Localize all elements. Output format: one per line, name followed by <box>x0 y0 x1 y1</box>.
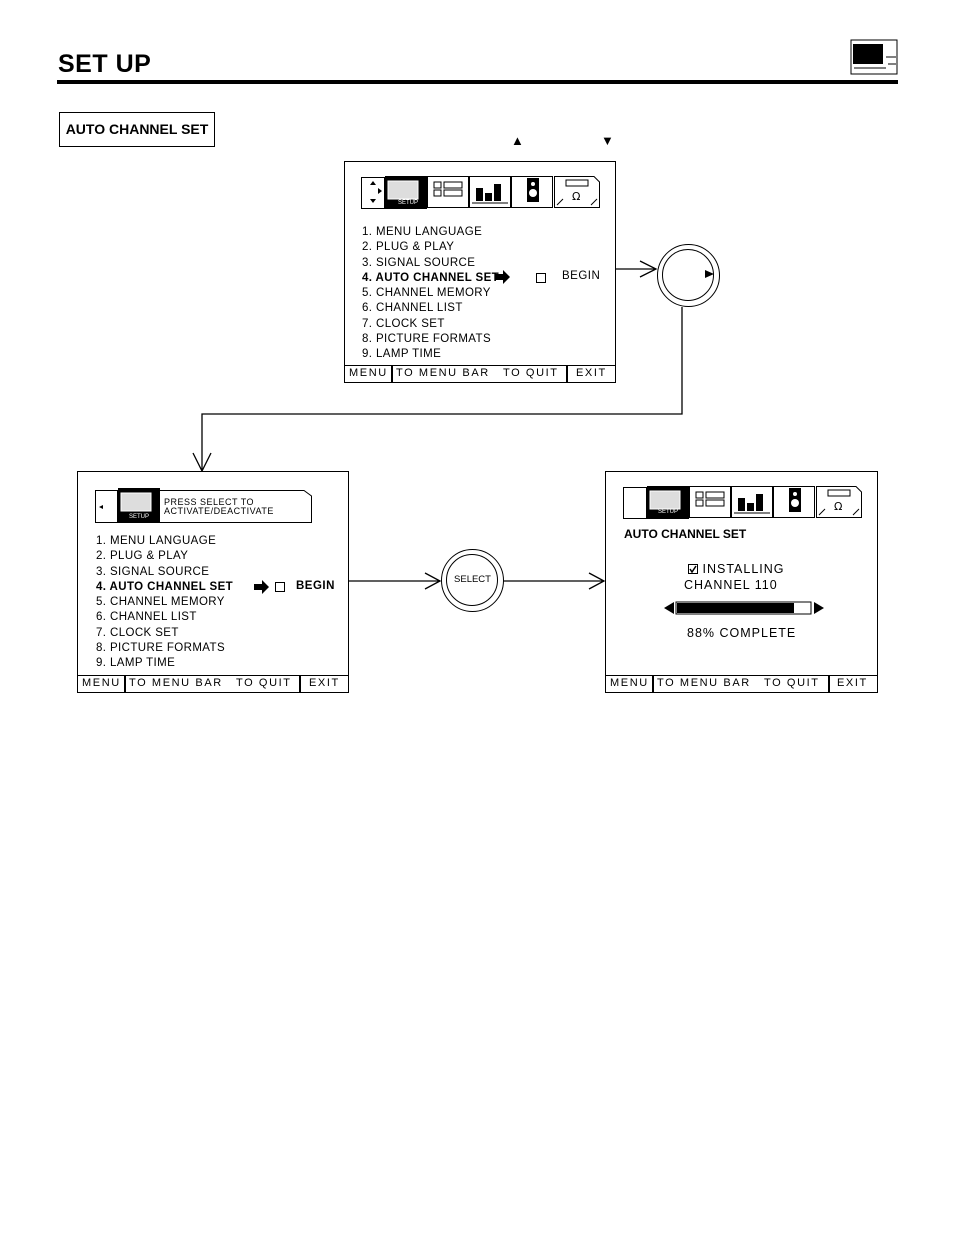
progress-text: 88% COMPLETE <box>687 626 797 640</box>
monitor-icon <box>850 39 898 75</box>
menu-screen-1: Ω SETUP 1. MENU LANGUAGE 2. PLUG & PLAY … <box>344 161 616 383</box>
progress-fill <box>677 603 794 613</box>
setup-tab-label: SETUP <box>397 200 418 206</box>
setup-hint-bar <box>95 488 312 523</box>
channel-readout: CHANNEL 110 <box>684 578 778 592</box>
speaker-audio-icon <box>773 486 815 518</box>
menu-item-channel-list[interactable]: 6. CHANNEL LIST <box>362 302 463 315</box>
thumbstick-button[interactable] <box>657 244 720 307</box>
left-arrow-icon <box>664 602 674 614</box>
screen-heading: AUTO CHANNEL SET <box>624 527 747 541</box>
customize-icon: Ω <box>554 176 600 208</box>
menu-item-channel-list[interactable]: 6. CHANNEL LIST <box>96 611 197 624</box>
right-arrow-icon <box>705 270 714 278</box>
footer-menu: MENU <box>82 677 121 689</box>
speaker-audio-icon <box>511 176 553 208</box>
page-title: SET UP <box>58 50 152 78</box>
menu-item-signal-source[interactable]: 3. SIGNAL SOURCE <box>96 565 210 578</box>
menu-screen-2: SETUP PRESS SELECT TO ACTIVATE/DEACTIVAT… <box>77 471 349 693</box>
menu-item-lamp-time[interactable]: 9. LAMP TIME <box>362 348 442 361</box>
pointer-arrow-icon <box>254 580 269 594</box>
footer-to-menu-bar: TO MENU BAR <box>129 677 223 689</box>
footer-to-quit: TO QUIT <box>764 677 820 689</box>
select-hint: PRESS SELECT TO ACTIVATE/DEACTIVATE <box>164 497 274 516</box>
down-arrow-icon: ▼ <box>601 133 614 148</box>
menu-item-channel-memory[interactable]: 5. CHANNEL MEMORY <box>96 596 225 609</box>
menu-footer: MENU TO MENU BAR TO QUIT EXIT <box>345 365 615 382</box>
begin-checkbox[interactable] <box>536 273 546 283</box>
right-arrow-icon <box>814 602 824 614</box>
svg-text:Ω: Ω <box>572 190 580 203</box>
menu-item-picture-formats[interactable]: 8. PICTURE FORMATS <box>96 642 226 655</box>
footer-exit: EXIT <box>837 677 868 689</box>
picture-bars-icon <box>469 176 511 208</box>
menu-item-menu-language[interactable]: 1. MENU LANGUAGE <box>96 535 217 547</box>
begin-label: BEGIN <box>296 580 335 592</box>
footer-to-menu-bar: TO MENU BAR <box>657 677 751 689</box>
customize-icon: Ω <box>816 486 862 518</box>
begin-checkbox[interactable] <box>275 582 285 592</box>
pip-chip-icon <box>427 176 469 208</box>
menu-item-clock-set[interactable]: 7. CLOCK SET <box>96 626 179 639</box>
title-rule <box>57 80 898 84</box>
tv-setup-icon <box>118 488 160 523</box>
select-button[interactable]: SELECT <box>441 549 504 612</box>
tv-setup-icon <box>647 486 689 519</box>
menu-item-auto-channel-set[interactable]: 4. AUTO CHANNEL SET <box>96 580 234 593</box>
menu-item-signal-source[interactable]: 3. SIGNAL SOURCE <box>362 256 476 269</box>
setup-tab-label: SETUP <box>657 509 678 515</box>
pip-chip-icon <box>689 486 731 518</box>
menu-item-clock-set[interactable]: 7. CLOCK SET <box>362 317 445 330</box>
menu-footer: MENU TO MENU BAR TO QUIT EXIT <box>606 675 877 692</box>
footer-to-quit: TO QUIT <box>236 677 292 689</box>
menu-item-channel-memory[interactable]: 5. CHANNEL MEMORY <box>362 287 491 300</box>
footer-exit: EXIT <box>576 367 607 379</box>
tv-setup-icon <box>385 176 427 209</box>
menu-item-lamp-time[interactable]: 9. LAMP TIME <box>96 657 176 670</box>
footer-to-quit: TO QUIT <box>503 367 559 379</box>
footer-to-menu-bar: TO MENU BAR <box>396 367 490 379</box>
menu-list: 1. MENU LANGUAGE 2. PLUG & PLAY 3. SIGNA… <box>362 225 499 363</box>
install-status: INSTALLING <box>688 562 785 576</box>
menu-icon-bar: Ω <box>361 176 600 209</box>
svg-text:Ω: Ω <box>834 500 842 513</box>
menu-icon-bar: Ω <box>623 486 862 519</box>
menu-footer: MENU TO MENU BAR TO QUIT EXIT <box>78 675 348 692</box>
begin-label: BEGIN <box>562 270 601 282</box>
menu-item-plug-and-play[interactable]: 2. PLUG & PLAY <box>362 241 455 254</box>
picture-bars-icon <box>731 486 773 518</box>
progress-bar <box>664 601 824 615</box>
menu-list: 1. MENU LANGUAGE 2. PLUG & PLAY 3. SIGNA… <box>96 534 233 672</box>
menu-item-auto-channel-set[interactable]: 4. AUTO CHANNEL SET <box>362 271 500 284</box>
pointer-arrow-icon <box>495 270 510 284</box>
checked-checkbox-icon <box>688 564 698 574</box>
menu-item-picture-formats[interactable]: 8. PICTURE FORMATS <box>362 333 492 346</box>
up-arrow-icon: ▲ <box>511 133 524 148</box>
section-label: AUTO CHANNEL SET <box>59 112 215 147</box>
menu-item-menu-language[interactable]: 1. MENU LANGUAGE <box>362 226 483 238</box>
menu-item-plug-and-play[interactable]: 2. PLUG & PLAY <box>96 550 189 563</box>
menu-screen-3: Ω SETUP AUTO CHANNEL SET INSTALLING CHAN… <box>605 471 878 693</box>
footer-menu: MENU <box>610 677 649 689</box>
footer-exit: EXIT <box>309 677 340 689</box>
footer-menu: MENU <box>349 367 388 379</box>
setup-tab-label: SETUP <box>128 514 149 520</box>
